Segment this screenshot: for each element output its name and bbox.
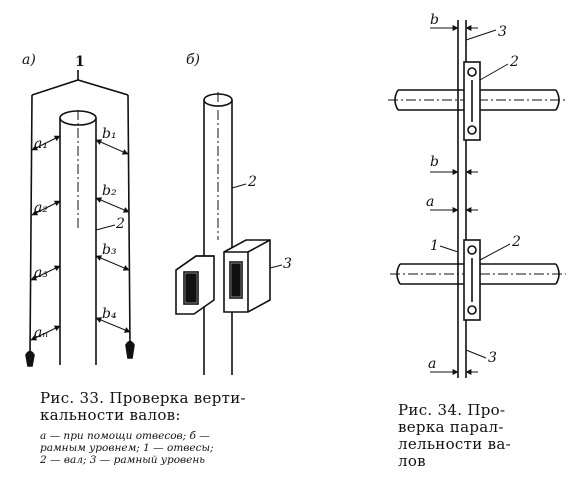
fig33-caption-text-2: рамным уровнем; 1 — отвесы; [40,442,214,454]
left-plumb-line [29,94,33,356]
fig33-caption: Рис. 33. Проверка верти- кальности валов… [40,389,290,467]
fig34-label-b-top: b [430,12,439,28]
fig34-label-b-mid: b [430,154,439,170]
dim-b1-label: b₁ [102,126,117,142]
label-3-leader [269,264,283,269]
fig34-label-3-bottom: 3 [488,350,497,366]
label-2-leader-a [95,224,116,231]
frame-level-right-window [229,261,243,299]
fig34-label-3-top-leader [465,29,497,41]
fig33-label-2a: 2 [115,216,125,232]
dim-b3 [95,255,130,271]
panel-a-label: a) [22,52,36,68]
dim-b4 [95,317,131,333]
fig33-caption-text-3: 2 — вал; 3 — рамный уровень [40,454,205,466]
fig34-label-1-leader [439,245,459,253]
fig34-label-2-top-leader [479,63,509,81]
fig33-caption-text-1: а — при помощи отвесов; б — [40,430,210,442]
fig34-label-2-bottom: 2 [511,234,521,250]
dim-b1 [95,139,129,155]
fig33-panel-a [25,70,135,367]
fig34-caption-2: верка парал- [398,418,504,436]
fig34-caption-1: Рис. 34. Про- [398,401,506,419]
dim-an-label: aₙ [34,325,48,341]
fig33-panel-b [175,92,283,375]
plumb-hanger [31,79,129,96]
fig34-diagram [388,20,566,378]
fig33-label-1: 1 [75,54,85,70]
dim-b4-label: b₄ [102,306,117,322]
fig33-label-2b: 2 [247,174,257,190]
fig34-label-3-bottom-leader [465,349,487,359]
fig33-caption-title-2: кальности валов: [40,406,181,424]
dim-b2 [95,197,130,213]
fig34-label-a-mid: a [426,194,434,210]
fig34-label-2-bottom-leader [479,243,511,261]
fig33-caption-title-1: Рис. 33. Проверка верти- [40,389,246,407]
label-2-leader-b [231,183,247,189]
frame-level-right [223,239,271,313]
dim-b3-label: b₃ [102,242,117,258]
panel-b-label: б) [186,52,200,68]
fig34-label-2-top: 2 [509,54,519,70]
fig34-label-3-top: 3 [498,24,507,40]
dim-a3-label: a₃ [34,265,48,281]
dim-b2-label: b₂ [102,183,117,199]
left-plumb-bob [25,350,35,367]
fig34-label-a-bottom: a [428,356,436,372]
fig34-label-1: 1 [430,238,439,254]
dim-an [30,325,61,341]
frame-level-left-window [183,271,199,305]
right-plumb-line [127,94,131,346]
fig33-label-3: 3 [283,256,292,272]
dim-a2 [31,200,61,216]
dim-a2-label: a₂ [34,200,48,216]
dim-a1 [31,135,61,151]
fig34-caption-4: лов [398,452,426,470]
dim-a1-label: a₁ [34,136,48,152]
fig34-caption-3: лельности ва- [398,435,511,453]
dim-a3 [30,265,61,281]
fig34-caption: Рис. 34. Про- верка парал- лельности ва-… [398,402,548,470]
right-plumb-bob [125,340,135,359]
